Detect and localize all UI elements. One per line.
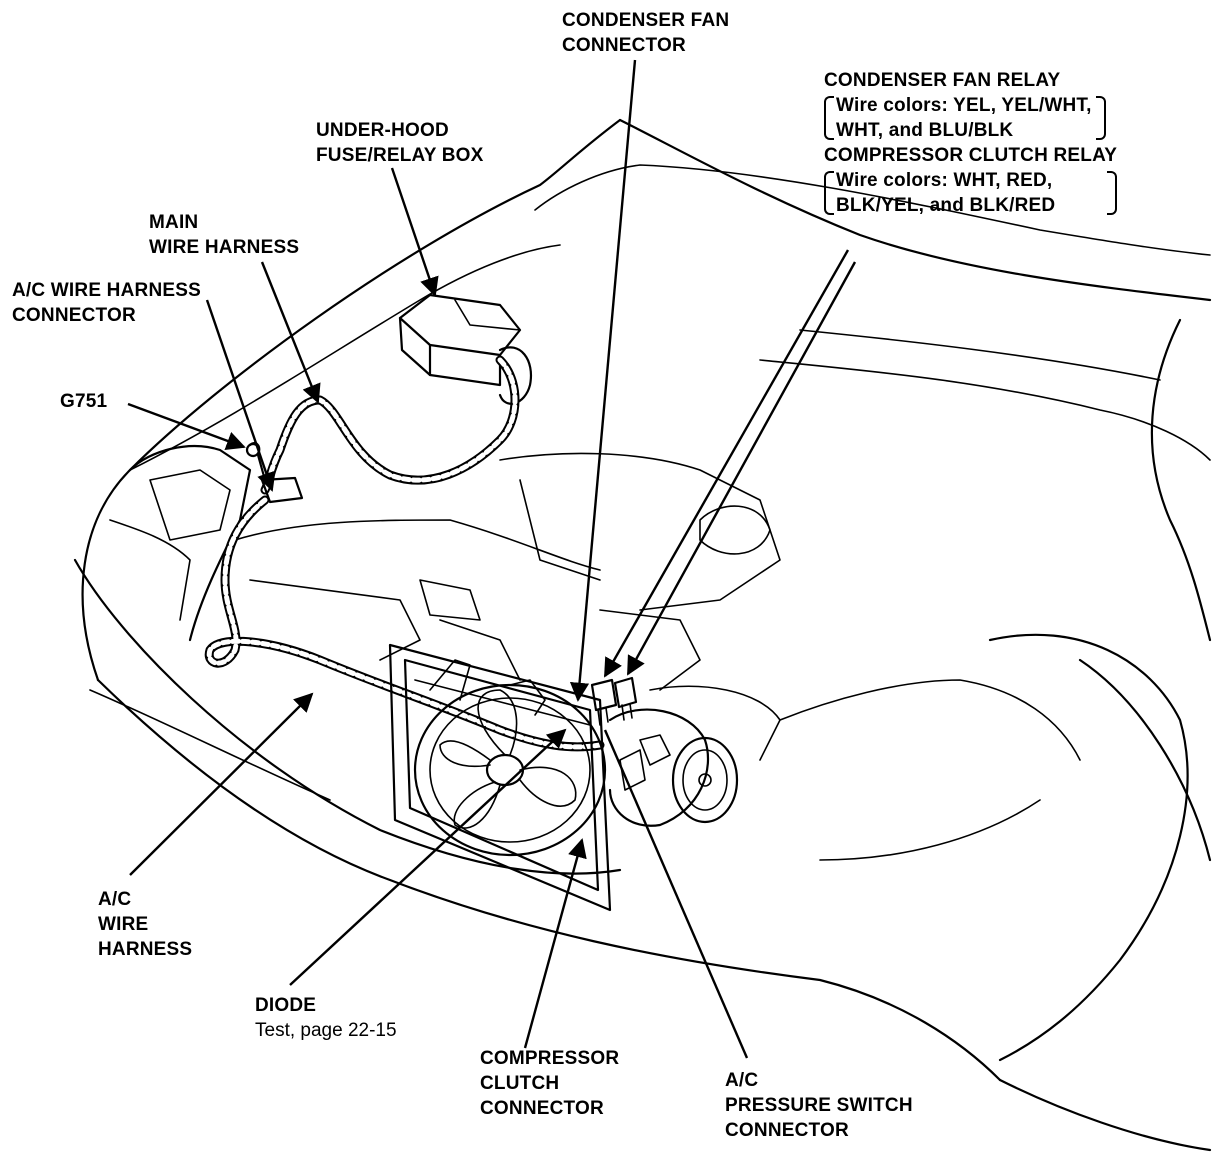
wire-colors-bracket: Wire colors: WHT, RED, BLK/YEL, and BLK/… [824, 168, 1118, 218]
relays [590, 676, 638, 726]
wire-colors-line: WHT, and BLU/BLK [836, 120, 1014, 141]
label-compressor-clutch-connector: COMPRESSOR CLUTCH CONNECTOR [480, 1046, 619, 1121]
label-line: HARNESS [98, 939, 193, 960]
label-line: CLUTCH [480, 1073, 560, 1094]
label-g751: G751 [60, 389, 107, 414]
label-line: WIRE HARNESS [149, 237, 300, 258]
label-main-wire-harness: MAIN WIRE HARNESS [149, 210, 299, 260]
leader-ac-wire-harness-connector [205, 299, 276, 492]
ac-compressor [608, 708, 739, 827]
leader-compressor-clutch-connector [523, 838, 587, 1049]
label-line: PRESSURE SWITCH [725, 1095, 913, 1116]
condenser-fan-assembly [388, 643, 612, 912]
label-ac-wire-harness-connector: A/C WIRE HARNESS CONNECTOR [12, 278, 201, 328]
wire-colors-line: Wire colors: YEL, YEL/WHT, [836, 95, 1092, 116]
label-line: CONNECTOR [12, 305, 136, 326]
engine-components [234, 452, 781, 761]
leader-condenser-fan-connector [569, 59, 637, 702]
label-title: DIODE [255, 995, 317, 1016]
wire-colors-bracket: Wire colors: YEL, YEL/WHT, WHT, and BLU/… [824, 93, 1106, 143]
label-line: G751 [60, 391, 108, 412]
label-ac-wire-harness: A/C WIRE HARNESS [98, 887, 192, 962]
label-line: CONNECTOR [480, 1098, 604, 1119]
label-condenser-fan-connector: CONDENSER FAN CONNECTOR [562, 8, 729, 58]
leader-ac-wire-harness [129, 692, 314, 876]
label-title: COMPRESSOR CLUTCH RELAY [824, 145, 1118, 166]
leader-condenser-fan-relay [603, 249, 850, 678]
leader-compressor-clutch-relay [626, 261, 857, 676]
label-ac-pressure-switch-connector: A/C PRESSURE SWITCH CONNECTOR [725, 1068, 913, 1143]
label-line: CONNECTOR [725, 1120, 849, 1141]
leader-lines [127, 59, 857, 1059]
label-line: A/C [98, 889, 132, 910]
ac-wire-harness-drawing [204, 441, 605, 752]
label-compressor-clutch-relay: COMPRESSOR CLUTCH RELAY Wire colors: WHT… [824, 143, 1118, 218]
label-line: FUSE/RELAY BOX [316, 145, 484, 166]
leader-diode [289, 728, 567, 986]
label-diode: DIODE Test, page 22-15 [255, 993, 397, 1043]
main-wire-harness [260, 355, 520, 495]
label-line: CONNECTOR [562, 35, 686, 56]
label-line: WIRE [98, 914, 149, 935]
label-note: Test, page 22-15 [255, 1020, 397, 1041]
label-condenser-fan-relay: CONDENSER FAN RELAY Wire colors: YEL, YE… [824, 68, 1106, 143]
leader-ac-pressure-switch-connector [603, 729, 749, 1059]
label-under-hood-fuse-relay-box: UNDER-HOOD FUSE/RELAY BOX [316, 118, 484, 168]
leader-under-hood-fuse-relay-box [390, 167, 439, 297]
label-line: CONDENSER FAN [562, 10, 730, 31]
car-body-outline [73, 118, 1212, 1152]
wire-colors-line: Wire colors: WHT, RED, [836, 170, 1053, 191]
label-line: UNDER-HOOD [316, 120, 449, 141]
label-line: A/C WIRE HARNESS [12, 280, 201, 301]
leader-g751 [127, 402, 246, 450]
label-line: MAIN [149, 212, 199, 233]
label-line: COMPRESSOR [480, 1048, 620, 1069]
label-title: CONDENSER FAN RELAY [824, 70, 1061, 91]
wire-colors-line: BLK/YEL, and BLK/RED [836, 195, 1056, 216]
label-line: A/C [725, 1070, 759, 1091]
leader-main-wire-harness [260, 261, 321, 404]
